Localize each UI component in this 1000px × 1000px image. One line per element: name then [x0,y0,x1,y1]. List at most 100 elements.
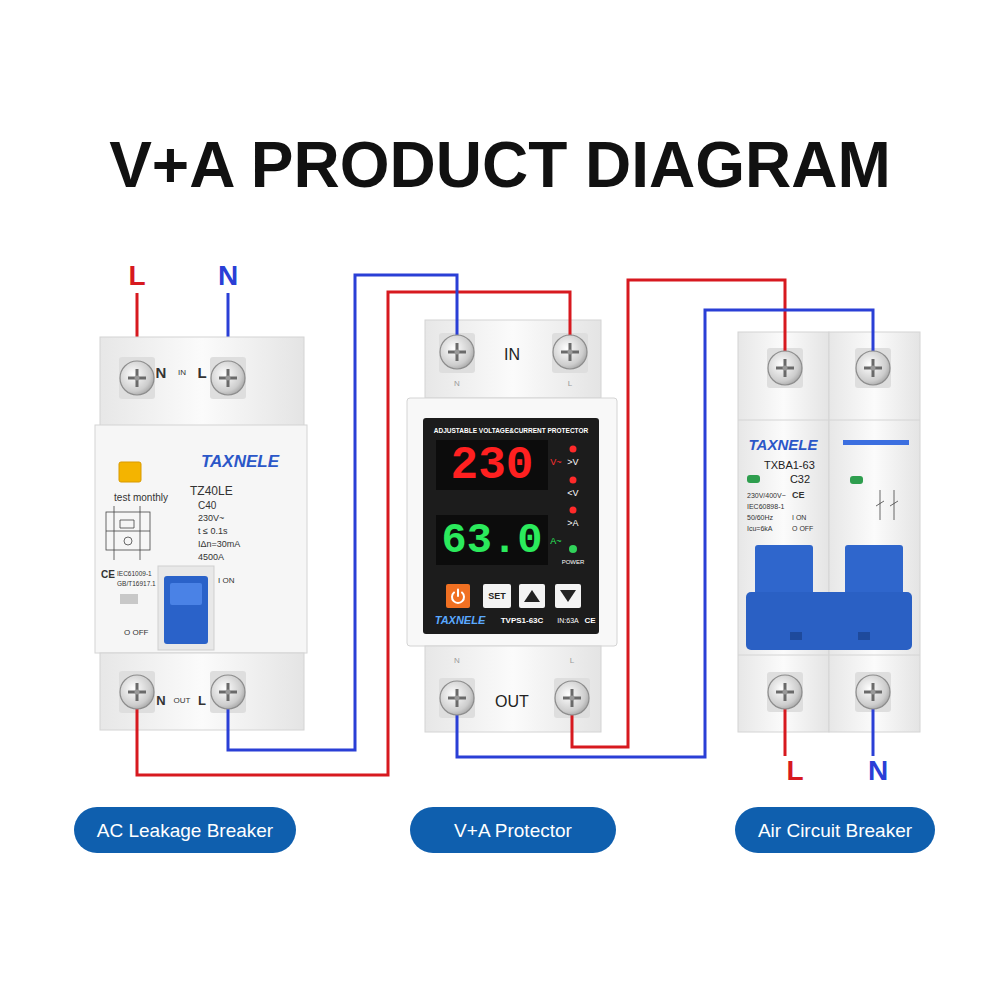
screw-pocket [210,671,246,713]
device-marking: TZ40LE [190,484,233,498]
diagram-title: V+A PRODUCT DIAGRAM [109,128,891,202]
device-marking: N [454,379,460,388]
pole-stripe [843,440,909,445]
power-icon [457,590,459,597]
device-marking: TVPS1-63C [501,616,544,625]
device-marking: Icu=6kA [747,525,773,532]
terminal-block [100,653,304,730]
device-marking: N [454,656,460,665]
screw-pocket [855,672,891,712]
device-marking: OUT [174,696,191,705]
breaker-pole [738,332,829,732]
device-marking: L [568,379,572,388]
toggle-handle [164,576,208,644]
display-reading: 230 [451,440,534,492]
terminal-screw [120,361,154,395]
terminal-screw [211,675,245,709]
device-marking: I ON [792,514,806,521]
led [570,446,577,453]
device-marking: L [197,364,206,381]
led [570,507,577,514]
device-marking: CE [792,490,805,500]
terminal-screw [120,675,154,709]
device-marking: TXBA1-63 [764,459,815,471]
led [570,477,577,484]
device-marking: IΔn=30mA [198,539,240,549]
status-window [850,476,863,484]
down-button [555,584,581,608]
power-button [446,584,470,608]
terminal-screw [856,675,890,709]
down-arrow-icon [560,590,576,602]
handle-slot [858,632,870,640]
handle-bar [746,592,912,650]
circuit-symbol [876,490,898,520]
device-marking: O OFF [124,628,148,637]
terminal-letter: L [786,755,803,787]
up-button [519,584,545,608]
terminal-block [425,320,601,398]
device-marking: SET [488,591,506,601]
device-marking: IEC61009-1 [117,570,152,577]
power-icon [452,593,464,603]
screw-pocket [439,678,475,718]
device-marking: IN [178,368,186,377]
device-marking: 230V~ [198,513,224,523]
caption-pill: V+A Protector [410,807,616,853]
screw-pocket [210,357,246,399]
device-marking: TAXNELE [435,614,486,626]
device-marking: N [156,693,165,708]
device-marking: L [570,656,574,665]
device-marking: C32 [790,473,810,485]
caption-text: V+A Protector [454,821,572,840]
device-marking: TAXNELE [201,452,279,472]
device-marking: test monthly [114,492,168,503]
device-marking: 50/60Hz [747,514,773,521]
terminal-screw [555,681,589,715]
screw-pocket [554,678,590,718]
terminal-screw [553,335,587,369]
caption-pill: Air Circuit Breaker [735,807,935,853]
leakage-breaker-drawing [95,337,307,730]
screw-pocket [552,333,588,373]
device-marking: GB/T16917.1 [117,580,156,587]
device-marking: ADJUSTABLE VOLTAGE&CURRENT PROTECTOR [434,427,588,434]
screw-pocket [855,348,891,388]
terminal-letter: L [128,260,145,292]
terminal-screw [768,675,802,709]
terminal-letter: N [218,260,238,292]
wire [572,280,785,747]
indicator-window [120,594,138,604]
device-marking: IEC60898-1 [747,503,784,510]
handle-grip [170,583,202,605]
device-marking: A~ [550,536,561,546]
device-marking: C40 [198,500,216,511]
device-marking: L [198,693,206,708]
wire [228,275,457,750]
set-button [483,584,511,608]
body-seam [738,420,920,655]
device-marking: >A [567,518,578,528]
screw-pocket [439,333,475,373]
protector-body [407,398,617,646]
display-reading: 63.0 [442,517,543,565]
circuit-symbol [106,506,150,560]
terminal-block [425,646,601,732]
breaker-body [95,425,307,653]
device-marking: O OFF [792,525,813,532]
terminal-screw [768,351,802,385]
device-marking: CE [584,616,595,625]
device-marking: TAXNELE [749,436,818,453]
handle-slot [158,566,214,650]
terminal-screw [440,681,474,715]
device-marking: t ≤ 0.1s [198,526,227,536]
screw-pocket [119,357,155,399]
up-arrow-icon [524,590,540,602]
air-breaker-drawing [738,330,920,756]
caption-text: AC Leakage Breaker [97,821,273,840]
display-panel [423,418,599,634]
led [569,545,577,553]
protector-drawing [407,320,617,732]
device-marking: 230V/400V~ [747,492,786,499]
